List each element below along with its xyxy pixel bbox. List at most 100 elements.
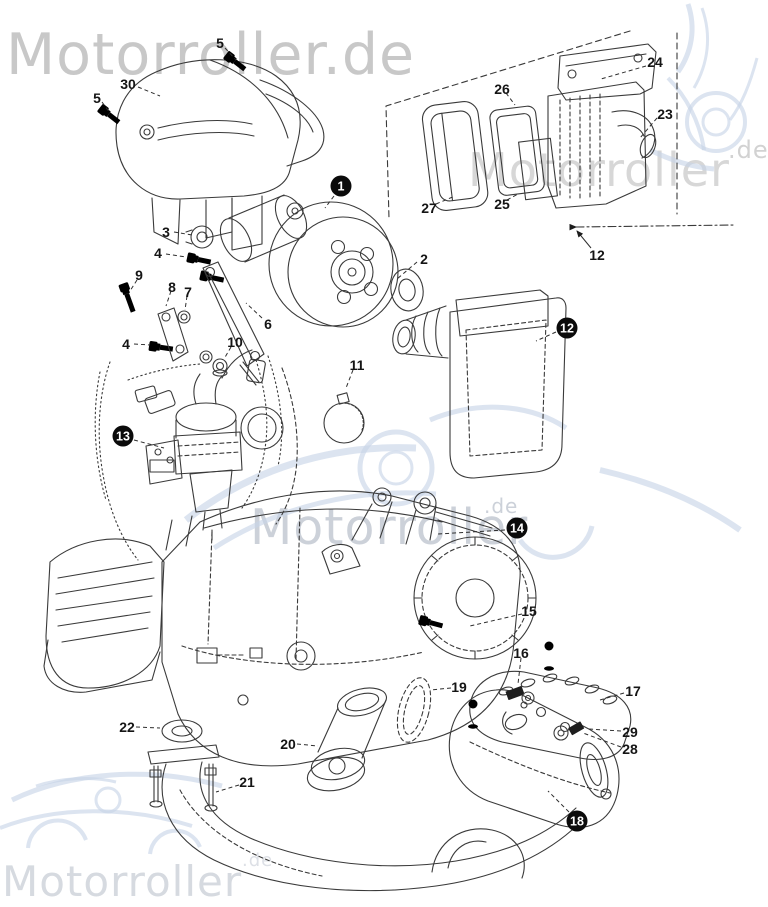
- exhaust-studs-drawing: [147, 744, 220, 812]
- intake-airbox-drawing: [392, 289, 567, 479]
- muffler-gasket-drawing: [396, 677, 432, 743]
- callout-27: 27: [421, 200, 437, 216]
- bracket-drawing-8: [157, 307, 189, 362]
- engine-mount-drawing: [321, 487, 493, 575]
- watermark-upper-right-de: .de: [728, 136, 768, 164]
- leader-line-12: [535, 331, 557, 342]
- oil-seal-drawing: [390, 268, 424, 312]
- brand-watermarks: Motorroller.de Motorroller .de Motorroll…: [2, 22, 768, 906]
- leader-line-22: [135, 726, 161, 729]
- callout-5: 5: [93, 90, 101, 106]
- leader-line-27: [435, 195, 456, 205]
- watermark-bottom-left-de: .de: [242, 850, 273, 871]
- callout-21: 21: [239, 774, 255, 790]
- callout-16: 16: [513, 645, 529, 661]
- callout-4: 4: [154, 245, 162, 261]
- callout-20: 20: [280, 736, 296, 752]
- leader-line-13: [133, 439, 165, 449]
- hose-clamp-drawing: [323, 392, 365, 444]
- leader-line-23: [639, 117, 658, 139]
- air-filter-assembly-drawing: [421, 43, 657, 211]
- callout-badge-18: 18: [566, 810, 588, 832]
- callout-23: 23: [657, 106, 673, 122]
- callout-5: 5: [216, 35, 224, 51]
- leader-line-11: [345, 369, 354, 389]
- construction-lines: [385, 30, 735, 231]
- callout-29: 29: [622, 724, 638, 740]
- callout-badge-12: 12: [556, 317, 578, 339]
- svg-text:12: 12: [560, 322, 574, 336]
- svg-text:13: 13: [116, 430, 130, 444]
- leader-line-19: [429, 687, 452, 691]
- callout-25: 25: [494, 196, 510, 212]
- exhaust-gasket-drawing: [161, 719, 203, 743]
- callout-badge-1: 1: [330, 175, 352, 197]
- fan-cover-drawing: [115, 59, 325, 251]
- leader-line-8: [165, 290, 172, 307]
- watermark-upper-right: Motorroller: [468, 143, 730, 197]
- callout-22: 22: [119, 719, 135, 735]
- callout-19: 19: [451, 679, 467, 695]
- small-fasteners-drawing: [418, 614, 554, 729]
- leader-line-2: [396, 261, 418, 280]
- cable-harness-drawing: [94, 355, 298, 561]
- leader-line-20: [296, 743, 319, 747]
- leader-line-16: [517, 657, 522, 685]
- leader-line-6: [245, 302, 263, 319]
- leader-line-18: [547, 790, 570, 813]
- callout-2: 2: [420, 251, 428, 267]
- callout-3: 3: [162, 224, 170, 240]
- leader-line-7: [184, 295, 188, 311]
- leader-line-10: [223, 346, 232, 360]
- callout-badge-14: 14: [506, 517, 528, 539]
- callout-26: 26: [494, 81, 510, 97]
- watermark-top: Motorroller.de: [6, 22, 415, 88]
- coupling-drawing: [185, 225, 214, 249]
- leader-line-29: [588, 728, 622, 732]
- leader-line-4: [165, 253, 187, 258]
- callout-28: 28: [622, 741, 638, 757]
- watermark-center-de: .de: [484, 494, 518, 518]
- leader-line-3: [173, 231, 193, 236]
- svg-text:18: 18: [570, 815, 584, 829]
- leader-line-28: [582, 732, 622, 748]
- leader-line-5: [101, 101, 111, 114]
- leader-line-12: [576, 230, 592, 249]
- callout-17: 17: [625, 683, 641, 699]
- leader-line-9: [129, 279, 138, 292]
- callout-4: 4: [122, 336, 130, 352]
- svg-text:14: 14: [510, 522, 524, 536]
- carburetor-drawing: [144, 349, 284, 541]
- callout-8: 8: [168, 279, 176, 295]
- starter-motor-drawing: [219, 194, 399, 328]
- callout-7: 7: [184, 284, 192, 300]
- leader-line-1: [324, 195, 335, 209]
- bracket-drawing-6: [202, 261, 265, 367]
- leader-line-24: [600, 65, 647, 80]
- engine-cases-drawing: [43, 490, 537, 767]
- callout-10: 10: [227, 334, 243, 350]
- watermark-bottom-left: Motorroller: [2, 857, 242, 906]
- leader-line-26: [505, 92, 516, 106]
- callout-24: 24: [647, 54, 663, 70]
- scooter-watermark-sketch-top-right: [648, 3, 759, 172]
- callout-12: 12: [589, 247, 605, 263]
- leader-line-15: [469, 613, 523, 627]
- scooter-watermark-sketch-bottom-left: [0, 771, 223, 855]
- callout-badge-13: 13: [112, 425, 134, 447]
- callout-11: 11: [350, 357, 365, 373]
- callout-15: 15: [521, 603, 537, 619]
- mounting-fasteners-drawing: [118, 252, 228, 377]
- leader-line-30: [137, 86, 161, 97]
- leader-lines-layer: [101, 47, 658, 813]
- callout-30: 30: [120, 76, 136, 92]
- callout-9: 9: [135, 267, 143, 283]
- scooter-watermark-sketch-center: [183, 404, 742, 560]
- leader-line-4: [133, 343, 151, 346]
- callout-6: 6: [264, 316, 272, 332]
- svg-text:1: 1: [338, 180, 345, 194]
- intake-snorkel-drawing: [306, 687, 388, 792]
- leader-line-25: [506, 193, 519, 201]
